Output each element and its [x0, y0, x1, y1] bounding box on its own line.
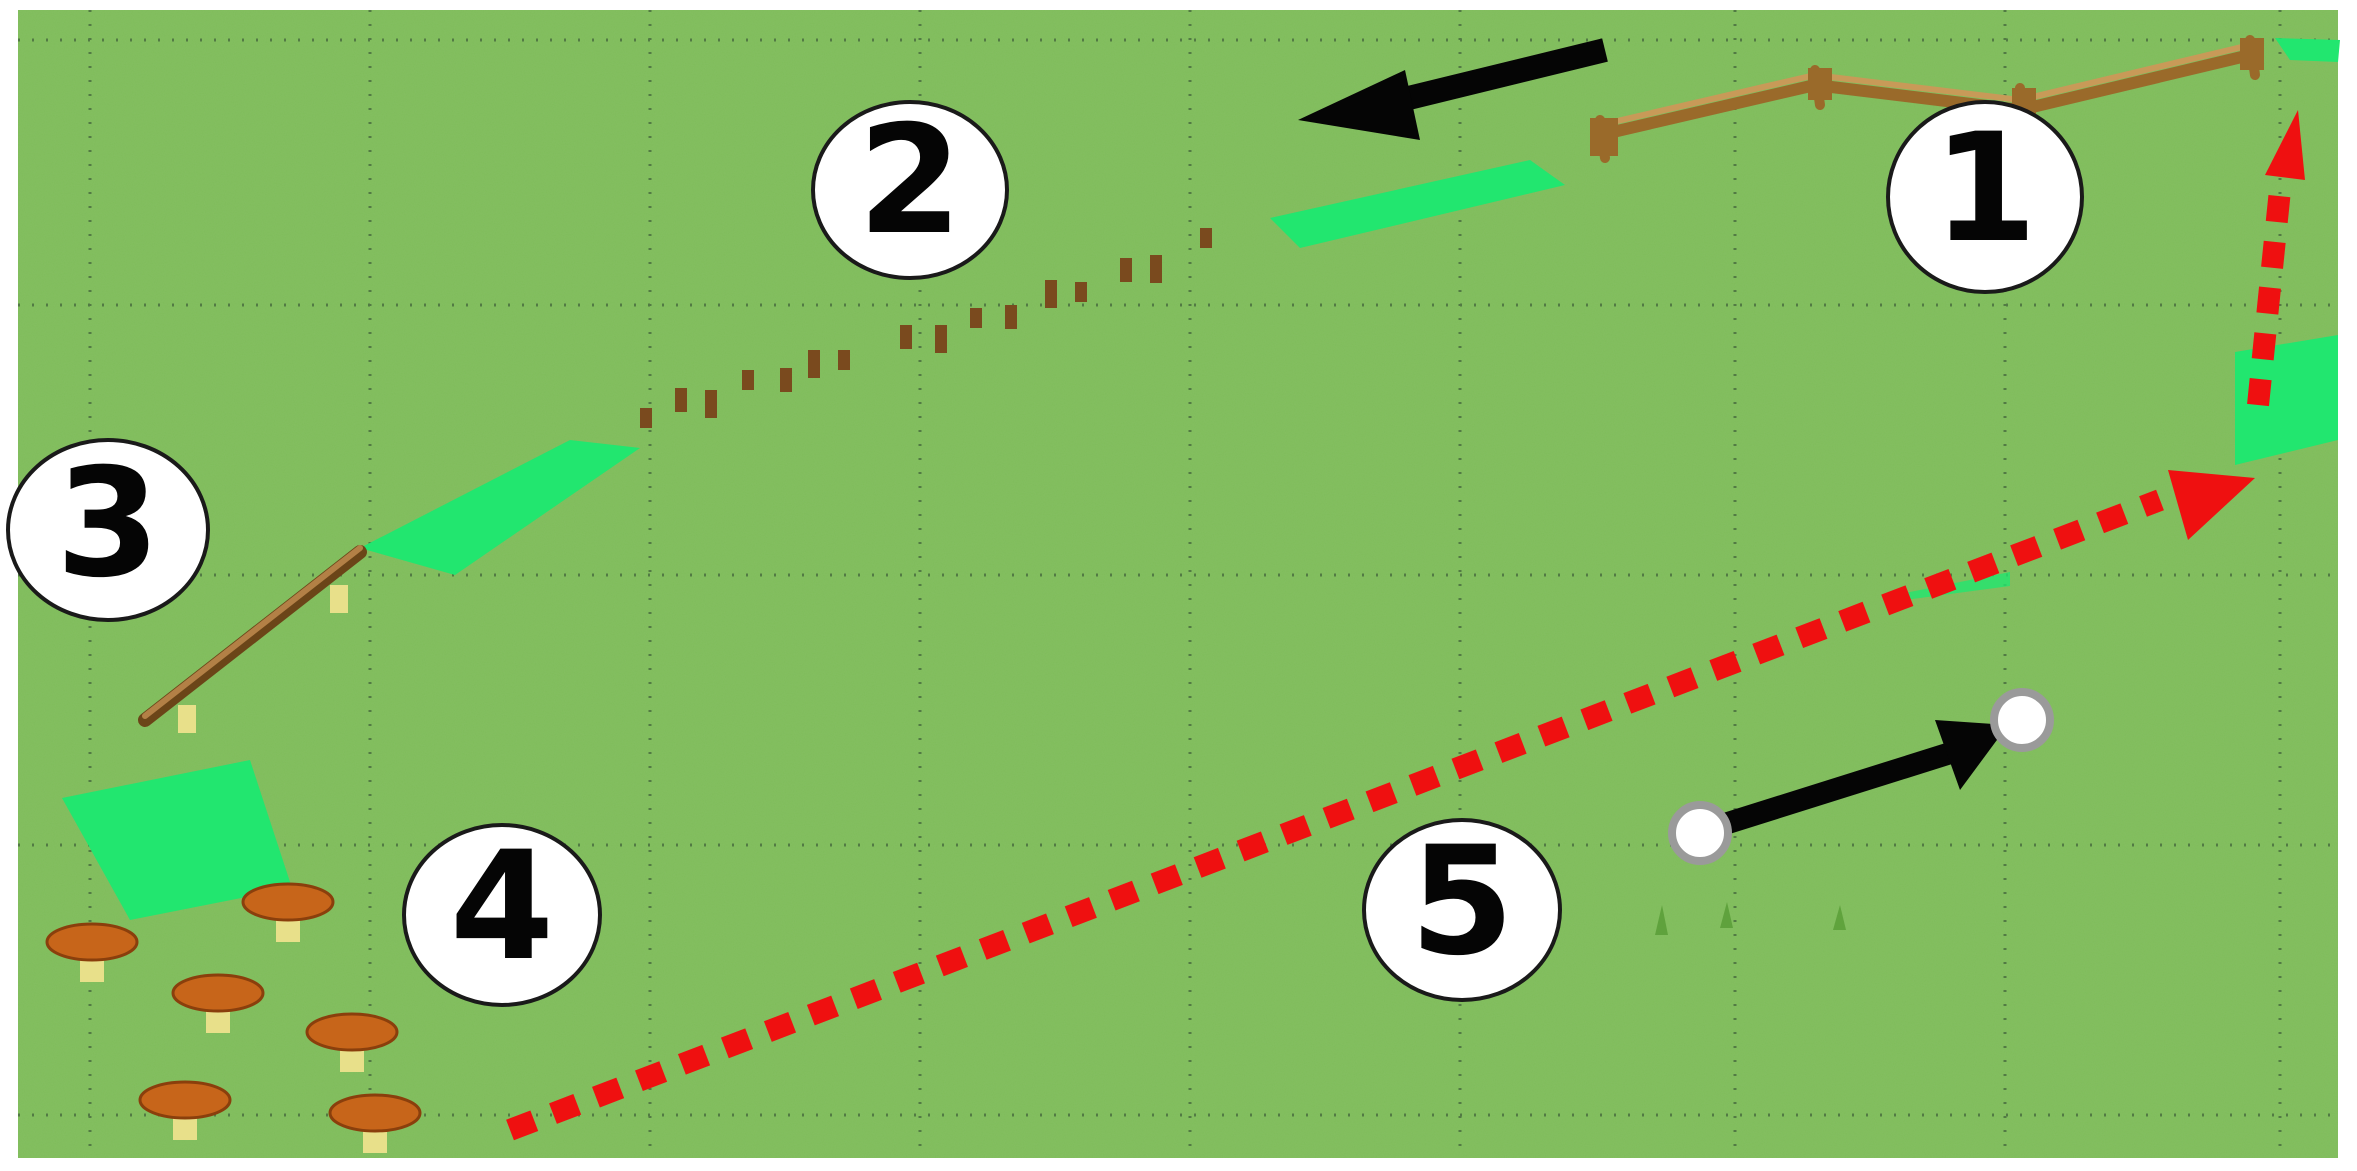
- red-arrowhead-right: [2168, 470, 2255, 540]
- stepping-block: [1075, 282, 1087, 302]
- green-pads: [62, 38, 2340, 920]
- red-dotted-path: [506, 110, 2305, 1141]
- stump: [171, 973, 265, 1033]
- stump: [328, 1093, 422, 1153]
- stepping-block: [900, 325, 912, 349]
- stepping-block: [970, 308, 982, 328]
- stepping-stumps: [45, 882, 422, 1153]
- station-label-1: 1: [1933, 102, 2037, 276]
- direction-arrow-station-5: [1668, 688, 2054, 865]
- stepping-block: [1120, 258, 1132, 282]
- stepping-block: [1200, 228, 1212, 248]
- grass-markers: [1655, 902, 1846, 935]
- stepping-block: [780, 368, 792, 392]
- stepping-block: [640, 408, 652, 428]
- pad-station-2: [1270, 160, 1565, 248]
- stump: [305, 1012, 399, 1072]
- stepping-blocks: [640, 228, 1212, 428]
- red-arrowhead-up: [2265, 110, 2305, 180]
- stepping-block: [1005, 305, 1017, 329]
- stump: [138, 1080, 232, 1140]
- stepping-block: [1045, 280, 1057, 308]
- pad-station-4: [62, 760, 292, 920]
- pad-station-3: [360, 440, 640, 575]
- station-marker-4: 4: [402, 820, 602, 1007]
- stepping-block: [935, 325, 947, 353]
- stepping-block: [838, 350, 850, 370]
- dotted-grid: [18, 10, 2338, 1158]
- stump: [241, 882, 335, 942]
- station-marker-5: 5: [1362, 815, 1562, 1002]
- station-marker-3: 3: [6, 437, 210, 622]
- station-label-2: 2: [858, 94, 962, 268]
- station-label-3: 3: [56, 437, 160, 611]
- stepping-block: [742, 370, 754, 390]
- balance-beam: [138, 545, 367, 733]
- station-label-4: 4: [450, 820, 554, 994]
- wooden-fence: [1590, 35, 2264, 163]
- stepping-block: [808, 350, 820, 378]
- station-label-5: 5: [1410, 815, 1514, 989]
- stump: [45, 922, 139, 982]
- direction-arrow-top: [1298, 38, 1608, 140]
- stepping-block: [705, 390, 717, 418]
- stepping-block: [1150, 255, 1162, 283]
- stepping-block: [675, 388, 687, 412]
- pad-right-side: [2235, 335, 2338, 465]
- station-marker-1: 1: [1886, 100, 2084, 294]
- pad-top-right-corner: [2275, 38, 2340, 62]
- station-marker-2: 2: [811, 94, 1009, 280]
